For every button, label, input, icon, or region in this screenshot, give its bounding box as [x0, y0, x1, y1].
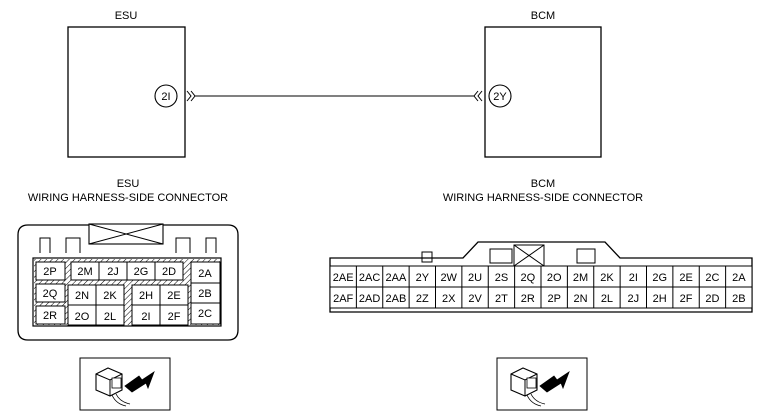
bcm-pin: 2C [705, 272, 719, 284]
bcm-pin: 2L [601, 293, 613, 305]
bcm-probe-icon [496, 357, 588, 411]
bcm-connector-subtitle: WIRING HARNESS-SIDE CONNECTOR [443, 192, 643, 204]
esu-pin: 2B [198, 288, 211, 300]
esu-pin: 2K [103, 290, 117, 302]
esu-connector-face: 2P 2M 2J 2G 2D 2A 2Q 2N 2K 2H 2E 2B 2R 2… [17, 223, 239, 341]
bcm-connector-mark [473, 90, 483, 102]
bcm-pin: 2Z [416, 293, 429, 305]
bcm-terminal-circle [488, 84, 512, 108]
bcm-pin: 2AD [359, 293, 380, 305]
esu-terminal-circle [154, 84, 178, 108]
esu-pin: 2A [198, 268, 212, 280]
bcm-pin: 2U [468, 272, 482, 284]
bcm-terminal-label: 2Y [493, 91, 507, 103]
bcm-title: BCM [531, 10, 555, 22]
bcm-pin: 2T [495, 293, 508, 305]
esu-pin: 2G [134, 266, 149, 278]
bcm-pin: 2K [600, 272, 614, 284]
bcm-pin: 2H [653, 293, 667, 305]
esu-pin: 2C [198, 308, 212, 320]
esu-pin: 2I [141, 311, 150, 323]
esu-pin: 2E [167, 290, 180, 302]
esu-connector-title: ESU [117, 178, 140, 190]
bcm-pin: 2S [495, 272, 508, 284]
esu-pin: 2N [75, 290, 89, 302]
bcm-pin: 2J [628, 293, 640, 305]
esu-pin: 2J [107, 266, 119, 278]
esu-connector-mark [186, 90, 196, 102]
esu-pin: 2R [43, 310, 57, 322]
bcm-box [484, 26, 602, 158]
bcm-pin: 2R [521, 293, 535, 305]
esu-probe-icon [79, 357, 171, 411]
bcm-pin: 2O [547, 272, 562, 284]
esu-pin: 2D [162, 266, 176, 278]
bcm-pin: 2P [547, 293, 560, 305]
bcm-pin: 2AB [386, 293, 407, 305]
esu-box [67, 26, 186, 158]
bcm-pin: 2B [732, 293, 745, 305]
bcm-pin: 2D [705, 293, 719, 305]
esu-pin: 2F [168, 311, 181, 323]
bcm-pin: 2AC [359, 272, 380, 284]
bcm-pin: 2AF [333, 293, 353, 305]
esu-terminal-label: 2I [161, 91, 170, 103]
bcm-pin: 2AE [333, 272, 354, 284]
esu-pin: 2O [75, 311, 90, 323]
bcm-pin: 2AA [386, 272, 407, 284]
bcm-pin: 2Y [416, 272, 430, 284]
esu-title: ESU [115, 10, 138, 22]
esu-pin: 2Q [43, 288, 58, 300]
bcm-pin: 2I [629, 272, 638, 284]
bcm-pin: 2W [440, 272, 457, 284]
bcm-pin: 2M [573, 272, 588, 284]
esu-connector-subtitle: WIRING HARNESS-SIDE CONNECTOR [28, 192, 228, 204]
bcm-pin: 2A [732, 272, 746, 284]
esu-pin: 2M [77, 266, 92, 278]
esu-pin: 2P [43, 266, 56, 278]
bcm-pin: 2Q [520, 272, 535, 284]
esu-pin: 2L [104, 311, 116, 323]
bcm-connector-face: 2AE 2AF 2AC 2AD 2AA 2AB 2Y 2Z 2W 2X 2U 2V 2S 2T 2Q 2R 2O… [329, 241, 753, 313]
bcm-pin: 2X [442, 293, 456, 305]
bcm-pin: 2N [574, 293, 588, 305]
bcm-pin: 2V [468, 293, 482, 305]
bcm-connector-title: BCM [531, 178, 555, 190]
bcm-pin: 2F [680, 293, 693, 305]
bcm-pin: 2E [679, 272, 692, 284]
esu-pin: 2H [139, 290, 153, 302]
bcm-pin: 2G [652, 272, 667, 284]
